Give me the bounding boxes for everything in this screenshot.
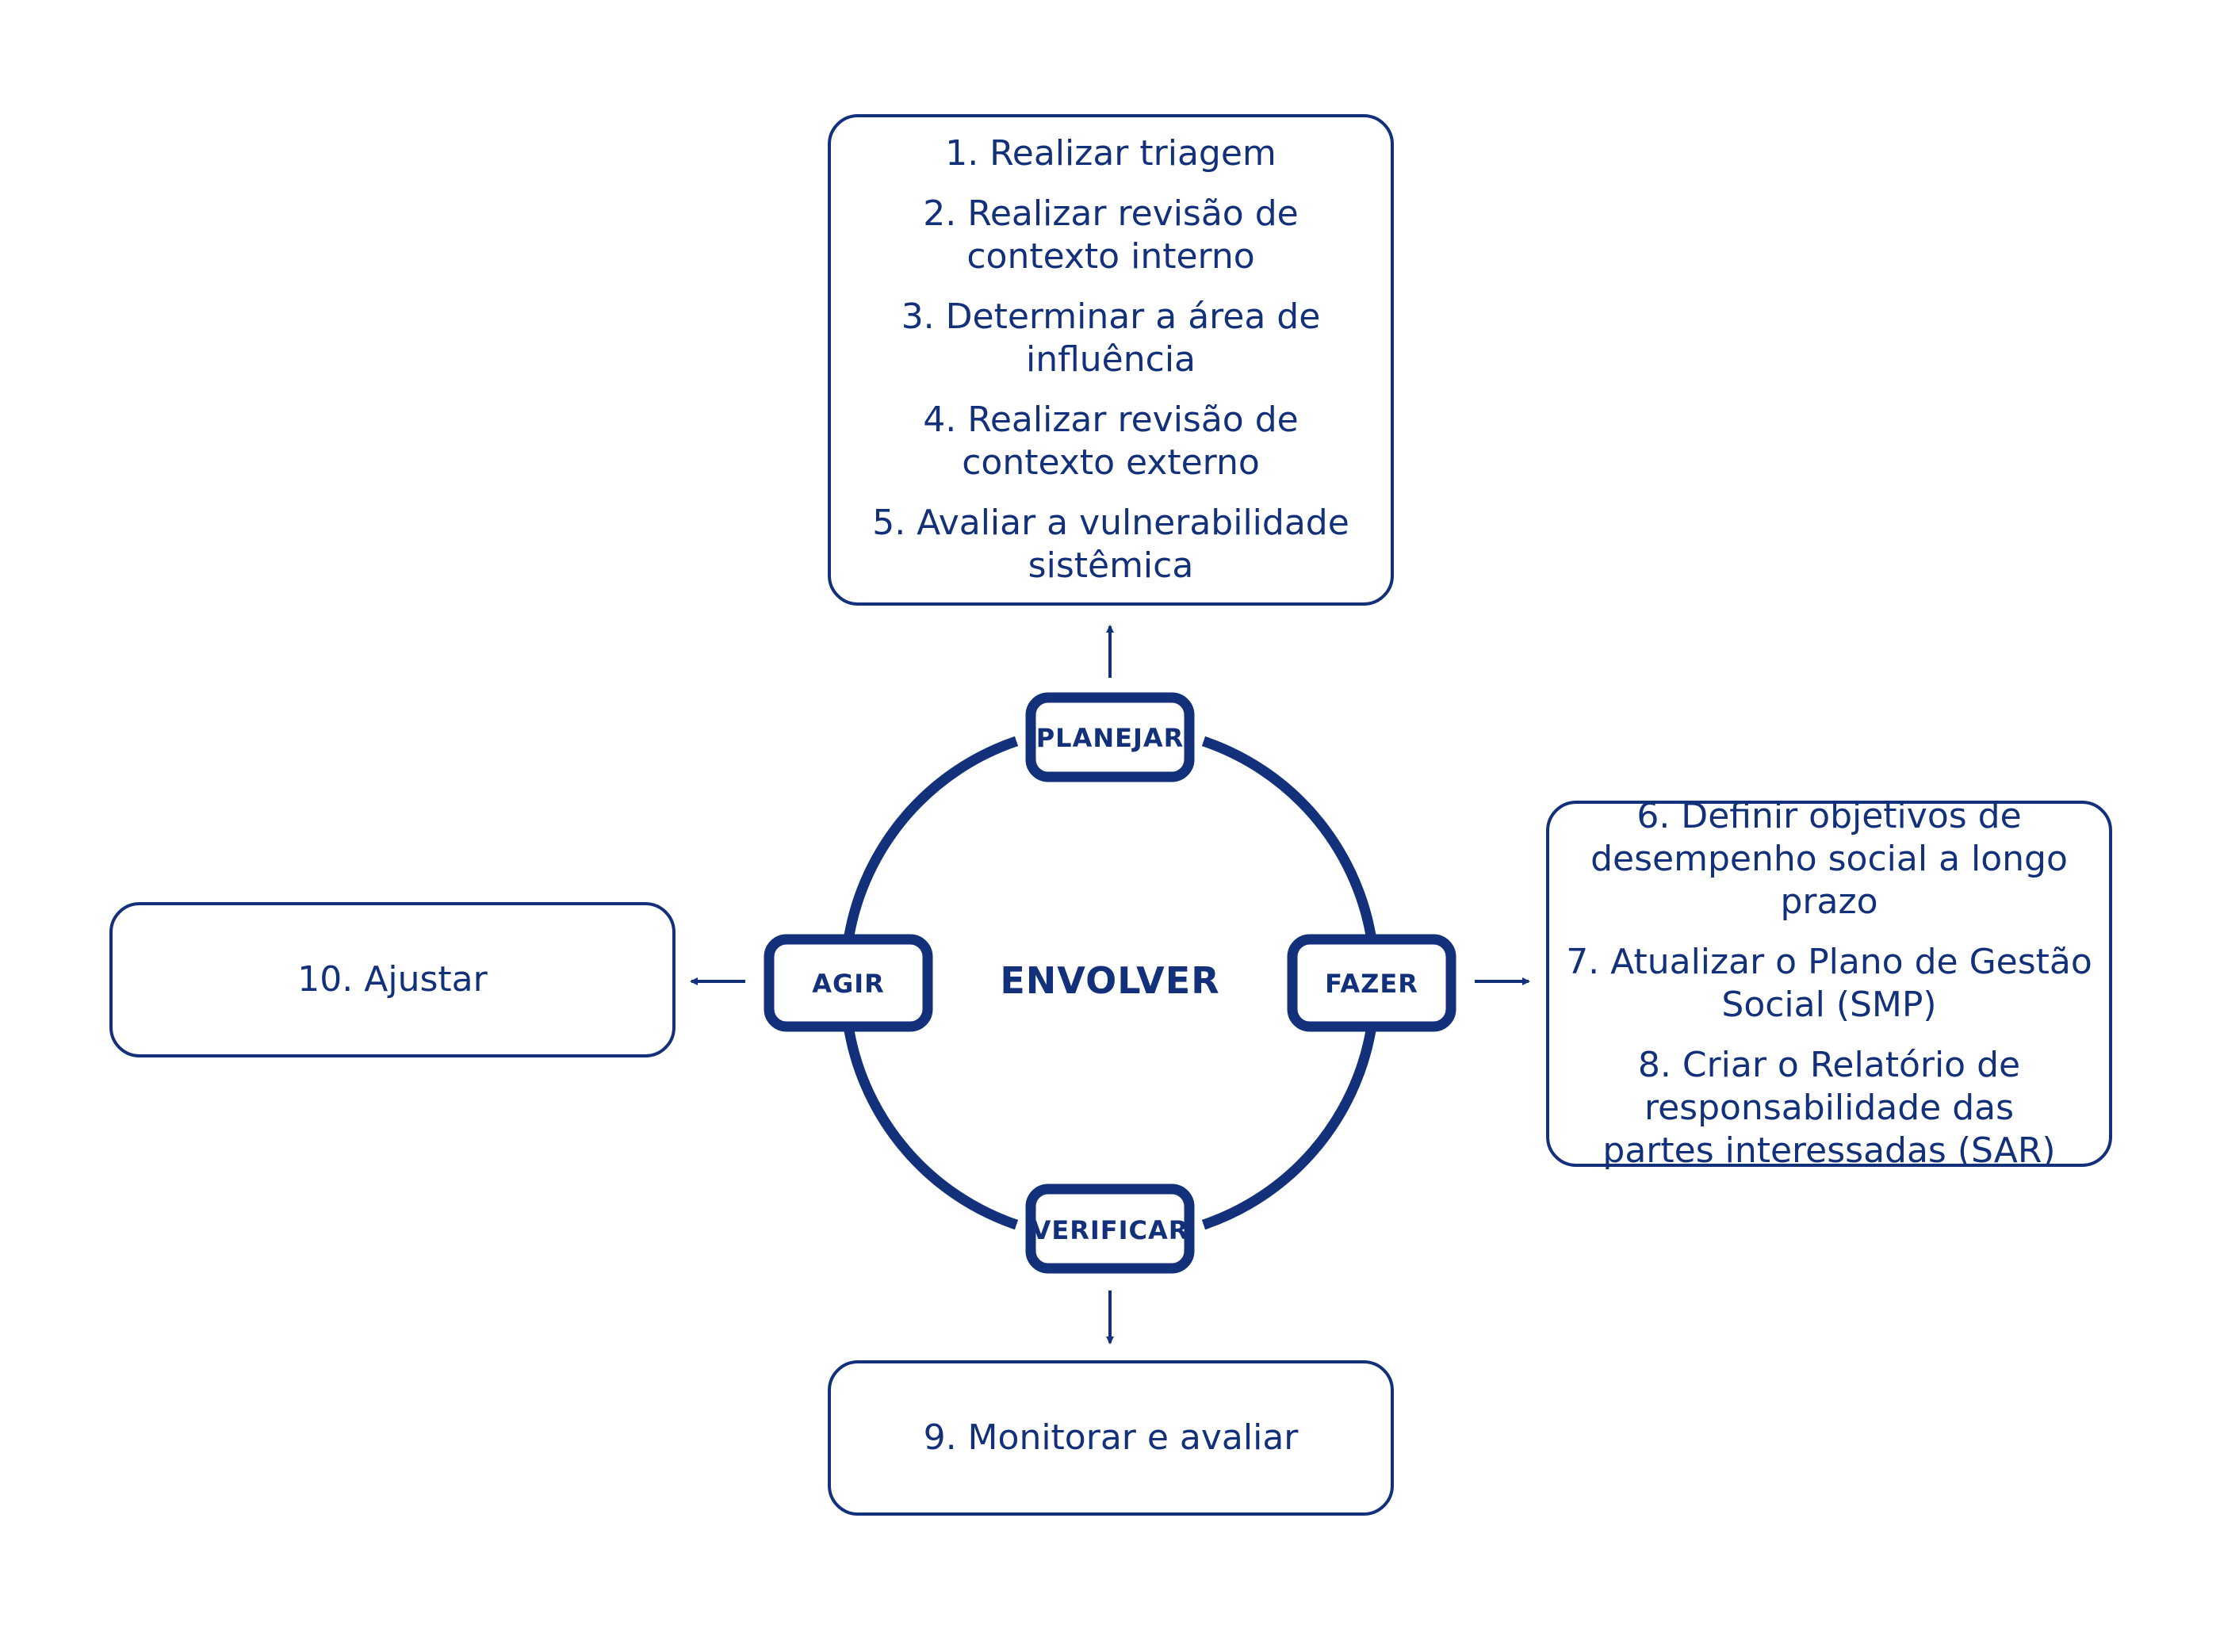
plan-step-5: 5. Avaliar a vulnerabilidade sistêmica <box>872 503 1349 586</box>
label-agir: AGIR <box>812 969 885 999</box>
do-step-8: 8. Criar o Relatório de responsabilidade… <box>1602 1045 2056 1171</box>
label-verificar: VERIFICAR <box>1031 1215 1189 1245</box>
check-step-9: 9. Monitorar e avaliar <box>923 1417 1299 1458</box>
arc-plan-do <box>1201 736 1376 937</box>
box-act: 10. Ajustar <box>109 902 676 1057</box>
box-do: 6. Definir objetivos de desempenho socia… <box>1546 796 2112 1171</box>
do-step-7: 7. Atualizar o Plano de Gestão Social (S… <box>1566 942 2092 1025</box>
plan-step-3: 3. Determinar a área de influência <box>901 296 1321 380</box>
arrows <box>690 625 1530 1344</box>
box-check: 9. Monitorar e avaliar <box>828 1360 1394 1516</box>
plan-step-2: 2. Realizar revisão de contexto interno <box>923 193 1299 277</box>
tab-agir <box>764 934 933 1032</box>
plan-step-1: 1. Realizar triagem <box>945 133 1276 174</box>
arc-act-plan <box>844 736 1019 937</box>
label-planejar: PLANEJAR <box>1035 723 1185 753</box>
box-plan: 1. Realizar triagem 2. Realizar revisão … <box>828 114 1394 606</box>
center-label: ENVOLVER <box>1000 959 1220 1002</box>
tab-planejar <box>1025 692 1195 782</box>
tab-fazer <box>1287 934 1456 1032</box>
do-step-6: 6. Definir objetivos de desempenho socia… <box>1590 796 2068 922</box>
plan-step-4: 4. Realizar revisão de contexto externo <box>923 400 1299 483</box>
act-step-10: 10. Ajustar <box>297 959 488 1000</box>
phase-tabs <box>764 692 1456 1274</box>
cycle-arcs <box>844 736 1376 1230</box>
tab-verificar <box>1025 1184 1195 1274</box>
arc-do-check <box>1201 1029 1376 1230</box>
label-fazer: FAZER <box>1325 969 1418 999</box>
arc-check-act <box>844 1029 1019 1230</box>
